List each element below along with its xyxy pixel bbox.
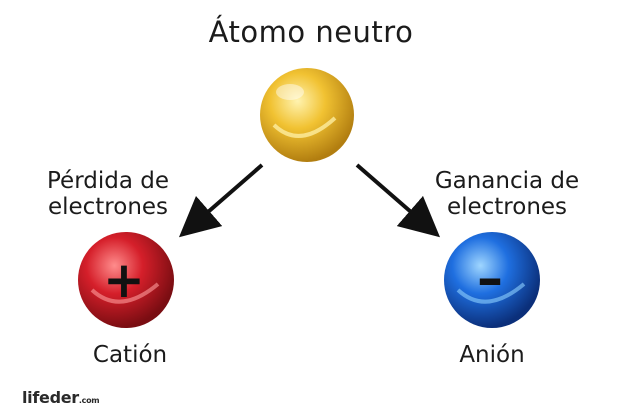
electron-gain-line-2: electrones: [446, 194, 568, 221]
anion-atom: –: [444, 232, 540, 328]
logo-name: lifeder: [22, 388, 79, 407]
left-arrow: [178, 163, 264, 238]
electron-loss-label: Pérdida de electrones: [18, 168, 198, 221]
cation-label: Catión: [92, 342, 168, 368]
anion-label: Anión: [459, 342, 525, 368]
electron-gain-line-1: Ganancia de: [434, 168, 580, 194]
cation-atom: +: [78, 232, 174, 328]
electron-loss-line-1: Pérdida de: [47, 168, 169, 194]
lifeder-logo: lifeder.com: [22, 388, 100, 407]
electron-loss-line-2: electrones: [47, 194, 169, 221]
diagram-title: Átomo neutro: [208, 15, 414, 49]
neutral-atom: [260, 68, 354, 162]
electron-gain-label: Ganancia de electrones: [402, 168, 612, 221]
right-arrow: [355, 163, 441, 238]
minus-sign: –: [477, 249, 503, 309]
plus-sign: +: [103, 251, 145, 309]
logo-domain: .com: [78, 396, 100, 405]
